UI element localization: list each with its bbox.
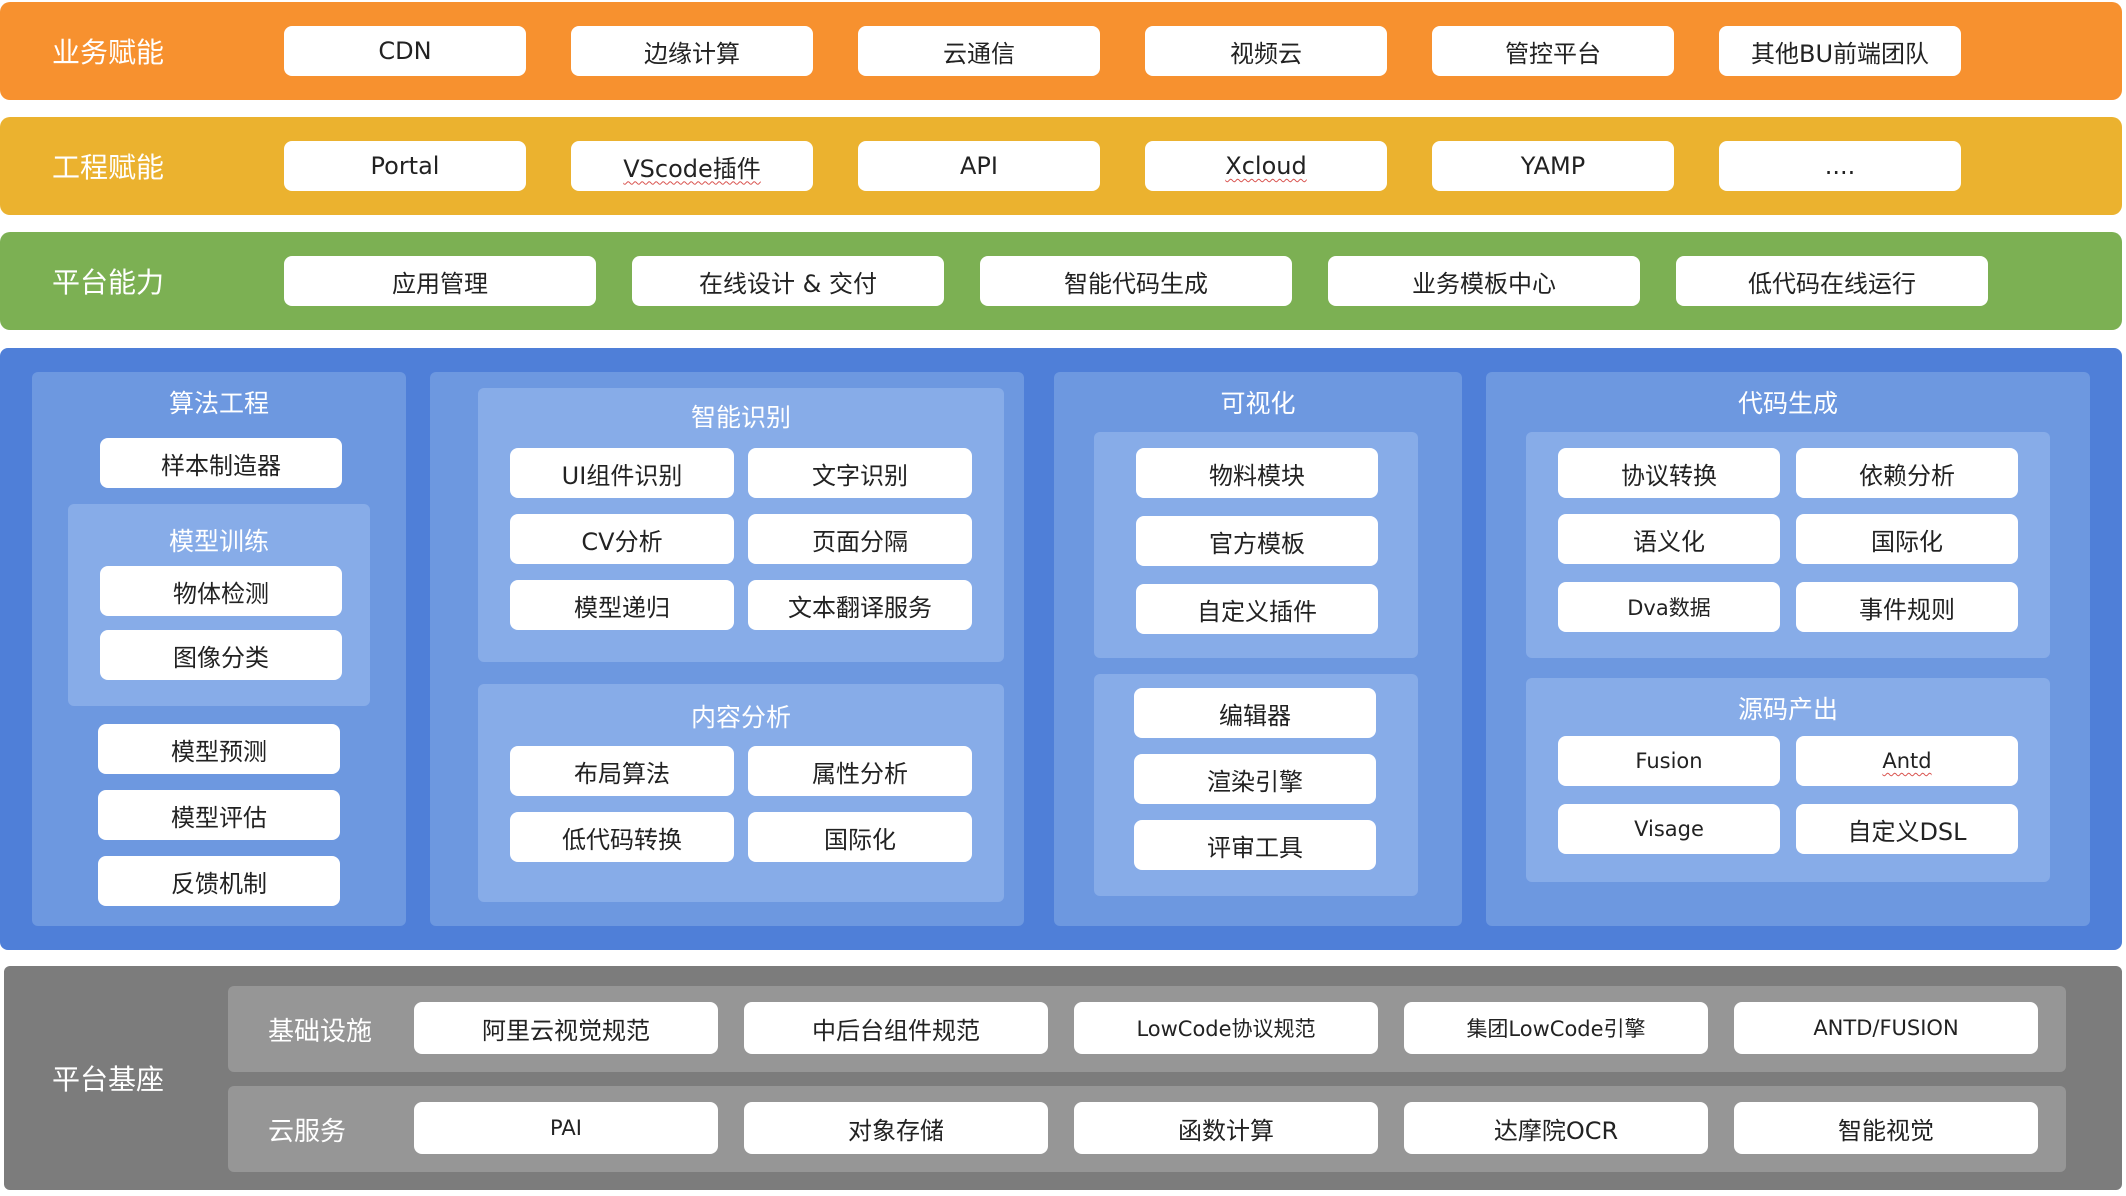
- platform-capability-label: 平台能力: [52, 266, 165, 299]
- platform-base-band: 平台基座 基础设施 阿里云视觉规范 中后台组件规范 LowCode协议规范 集团…: [4, 966, 2122, 1190]
- engineering-item-xcloud-text: Xcloud: [1225, 152, 1307, 180]
- analysis-item-lowcode-conversion: 低代码转换: [510, 812, 734, 862]
- cloud-services-label: 云服务: [268, 1116, 347, 1147]
- visual-item-material-module: 物料模块: [1136, 448, 1378, 498]
- engineering-item-vscode-plugin-text: VScode插件: [623, 154, 761, 183]
- model-training-group: 模型训练 物体检测 图像分类: [68, 504, 370, 706]
- recognition-item-text-translation: 文本翻译服务: [748, 580, 972, 630]
- platform-item-smart-codegen: 智能代码生成: [980, 256, 1292, 306]
- core-capability-area: 算法工程 样本制造器 模型训练 物体检测 图像分类 模型预测 模型评估 反馈机制…: [0, 348, 2122, 950]
- source-output-title: 源码产出: [1737, 695, 1838, 724]
- training-item-object-detection: 物体检测: [100, 566, 342, 616]
- business-enablement-label: 业务赋能: [52, 36, 165, 69]
- model-prediction: 模型预测: [98, 724, 340, 774]
- model-evaluation: 模型评估: [98, 790, 340, 840]
- business-item-cdn: CDN: [284, 26, 526, 76]
- infra-item-lowcode-protocol-spec: LowCode协议规范: [1074, 1002, 1378, 1054]
- codegen-item-event-rules: 事件规则: [1796, 582, 2018, 632]
- visual-item-custom-plugin: 自定义插件: [1136, 584, 1378, 634]
- recognition-item-page-split: 页面分隔: [748, 514, 972, 564]
- codegen-item-protocol-conversion: 协议转换: [1558, 448, 1780, 498]
- code-generation-panel: 代码生成 协议转换 依赖分析 语义化 国际化 Dva数据 事件规则 源码产出 F…: [1486, 372, 2090, 926]
- output-item-antd-text: Antd: [1882, 749, 1932, 773]
- business-item-other-bu-teams: 其他BU前端团队: [1719, 26, 1961, 76]
- recognition-item-cv-analysis: CV分析: [510, 514, 734, 564]
- smart-recognition-title: 智能识别: [690, 403, 791, 432]
- analysis-item-attribute: 属性分析: [748, 746, 972, 796]
- output-item-antd: Antd: [1796, 736, 2018, 786]
- visualization-panel: 可视化 物料模块 官方模板 自定义插件 编辑器 渲染引擎 评审工具: [1054, 372, 1462, 926]
- code-generation-title: 代码生成: [1737, 389, 1838, 418]
- codegen-item-dependency-analysis: 依赖分析: [1796, 448, 2018, 498]
- algorithm-engineering-title: 算法工程: [168, 389, 269, 418]
- business-item-video-cloud: 视频云: [1145, 26, 1387, 76]
- codegen-item-dva-data: Dva数据: [1558, 582, 1780, 632]
- sample-maker: 样本制造器: [100, 438, 342, 488]
- business-enablement-band: 业务赋能 CDN 边缘计算 云通信 视频云 管控平台 其他BU前端团队: [0, 2, 2122, 100]
- cloud-item-smart-vision: 智能视觉: [1734, 1102, 2038, 1154]
- content-analysis-group: 内容分析 布局算法 属性分析 低代码转换 国际化: [478, 684, 1004, 902]
- cloud-services-row: 云服务 PAI 对象存储 函数计算 达摩院OCR 智能视觉: [228, 1086, 2066, 1172]
- recognition-analysis-panel: 智能识别 UI组件识别 文字识别 CV分析 页面分隔 模型递归 文本翻译服务 内…: [430, 372, 1024, 926]
- business-item-edge-computing: 边缘计算: [571, 26, 813, 76]
- cloud-item-object-storage: 对象存储: [744, 1102, 1048, 1154]
- recognition-item-ui-component: UI组件识别: [510, 448, 734, 498]
- source-output-group: 源码产出 Fusion Antd Visage 自定义DSL: [1526, 678, 2050, 882]
- visual-item-review-tool: 评审工具: [1134, 820, 1376, 870]
- engineering-item-more: ....: [1719, 141, 1961, 191]
- visualization-group-materials: 物料模块 官方模板 自定义插件: [1094, 432, 1418, 658]
- engineering-item-api: API: [858, 141, 1100, 191]
- engineering-enablement-label: 工程赋能: [52, 151, 165, 184]
- platform-base-label: 平台基座: [52, 1063, 165, 1096]
- infra-item-antd-fusion: ANTD/FUSION: [1734, 1002, 2038, 1054]
- codegen-item-semantics: 语义化: [1558, 514, 1780, 564]
- business-item-cloud-communication: 云通信: [858, 26, 1100, 76]
- engineering-enablement-band: 工程赋能 Portal VScode插件 API Xcloud YAMP ...…: [0, 117, 2122, 215]
- platform-item-template-center: 业务模板中心: [1328, 256, 1640, 306]
- cloud-item-damo-ocr: 达摩院OCR: [1404, 1102, 1708, 1154]
- model-training-title: 模型训练: [168, 527, 269, 556]
- feedback-mechanism: 反馈机制: [98, 856, 340, 906]
- codegen-item-i18n: 国际化: [1796, 514, 2018, 564]
- platform-capability-band: 平台能力 应用管理 在线设计 & 交付 智能代码生成 业务模板中心 低代码在线运…: [0, 232, 2122, 330]
- cloud-item-pai: PAI: [414, 1102, 718, 1154]
- platform-item-online-design-delivery: 在线设计 & 交付: [632, 256, 944, 306]
- output-item-fusion: Fusion: [1558, 736, 1780, 786]
- infra-item-group-lowcode-engine: 集团LowCode引擎: [1404, 1002, 1708, 1054]
- output-item-custom-dsl: 自定义DSL: [1796, 804, 2018, 854]
- content-analysis-title: 内容分析: [690, 703, 791, 732]
- analysis-item-layout-algorithm: 布局算法: [510, 746, 734, 796]
- recognition-item-text: 文字识别: [748, 448, 972, 498]
- visual-item-render-engine: 渲染引擎: [1134, 754, 1376, 804]
- infra-item-aliyun-vision-spec: 阿里云视觉规范: [414, 1002, 718, 1054]
- engineering-item-vscode-plugin: VScode插件: [571, 141, 813, 191]
- infrastructure-row: 基础设施 阿里云视觉规范 中后台组件规范 LowCode协议规范 集团LowCo…: [228, 986, 2066, 1072]
- business-item-control-platform: 管控平台: [1432, 26, 1674, 76]
- output-item-visage: Visage: [1558, 804, 1780, 854]
- visual-item-official-template: 官方模板: [1136, 516, 1378, 566]
- code-generation-group: 协议转换 依赖分析 语义化 国际化 Dva数据 事件规则: [1526, 432, 2050, 658]
- platform-item-lowcode-runtime: 低代码在线运行: [1676, 256, 1988, 306]
- training-item-image-classification: 图像分类: [100, 630, 342, 680]
- recognition-item-model-recursion: 模型递归: [510, 580, 734, 630]
- infrastructure-label: 基础设施: [268, 1016, 373, 1047]
- cloud-item-function-compute: 函数计算: [1074, 1102, 1378, 1154]
- engineering-item-yamp: YAMP: [1432, 141, 1674, 191]
- analysis-item-i18n: 国际化: [748, 812, 972, 862]
- smart-recognition-group: 智能识别 UI组件识别 文字识别 CV分析 页面分隔 模型递归 文本翻译服务: [478, 388, 1004, 662]
- visual-item-editor: 编辑器: [1134, 688, 1376, 738]
- visualization-group-tools: 编辑器 渲染引擎 评审工具: [1094, 674, 1418, 896]
- engineering-item-portal: Portal: [284, 141, 526, 191]
- platform-item-app-management: 应用管理: [284, 256, 596, 306]
- infra-item-midend-component-spec: 中后台组件规范: [744, 1002, 1048, 1054]
- visualization-title: 可视化: [1220, 389, 1296, 418]
- algorithm-engineering-panel: 算法工程 样本制造器 模型训练 物体检测 图像分类 模型预测 模型评估 反馈机制: [32, 372, 406, 926]
- engineering-item-xcloud: Xcloud: [1145, 141, 1387, 191]
